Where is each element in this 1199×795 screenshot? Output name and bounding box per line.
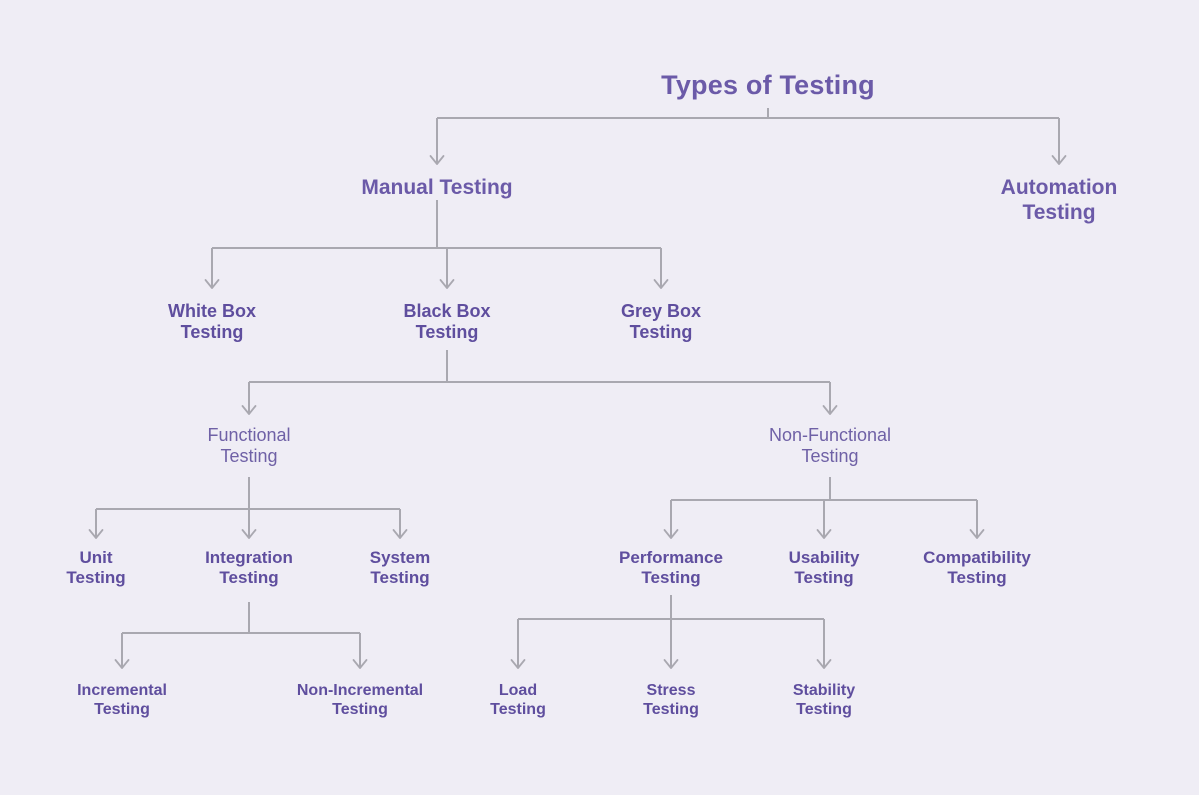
node-load-testing: Load Testing bbox=[490, 682, 546, 718]
node-integration-testing: Integration Testing bbox=[205, 548, 293, 588]
node-incremental-testing: Incremental Testing bbox=[77, 682, 167, 718]
node-automation-testing: Automation Testing bbox=[1000, 176, 1118, 224]
node-system-testing: System Testing bbox=[369, 548, 431, 588]
node-manual-testing: Manual Testing bbox=[361, 176, 513, 199]
node-grey-box-testing: Grey Box Testing bbox=[620, 301, 702, 343]
node-black-box-testing: Black Box Testing bbox=[403, 301, 491, 343]
node-stress-testing: Stress Testing bbox=[643, 682, 699, 718]
node-unit-testing: Unit Testing bbox=[66, 548, 126, 588]
node-usability-testing: Usability Testing bbox=[788, 548, 860, 588]
node-non-incremental-testing: Non-Incremental Testing bbox=[296, 682, 424, 718]
node-performance-testing: Performance Testing bbox=[619, 548, 723, 588]
node-non-functional-testing: Non-Functional Testing bbox=[768, 425, 892, 467]
node-white-box-testing: White Box Testing bbox=[168, 301, 256, 343]
node-stability-testing: Stability Testing bbox=[792, 682, 856, 718]
node-types-of-testing: Types of Testing bbox=[661, 70, 875, 100]
node-functional-testing: Functional Testing bbox=[207, 425, 291, 467]
node-compatibility-testing: Compatibility Testing bbox=[923, 548, 1031, 588]
